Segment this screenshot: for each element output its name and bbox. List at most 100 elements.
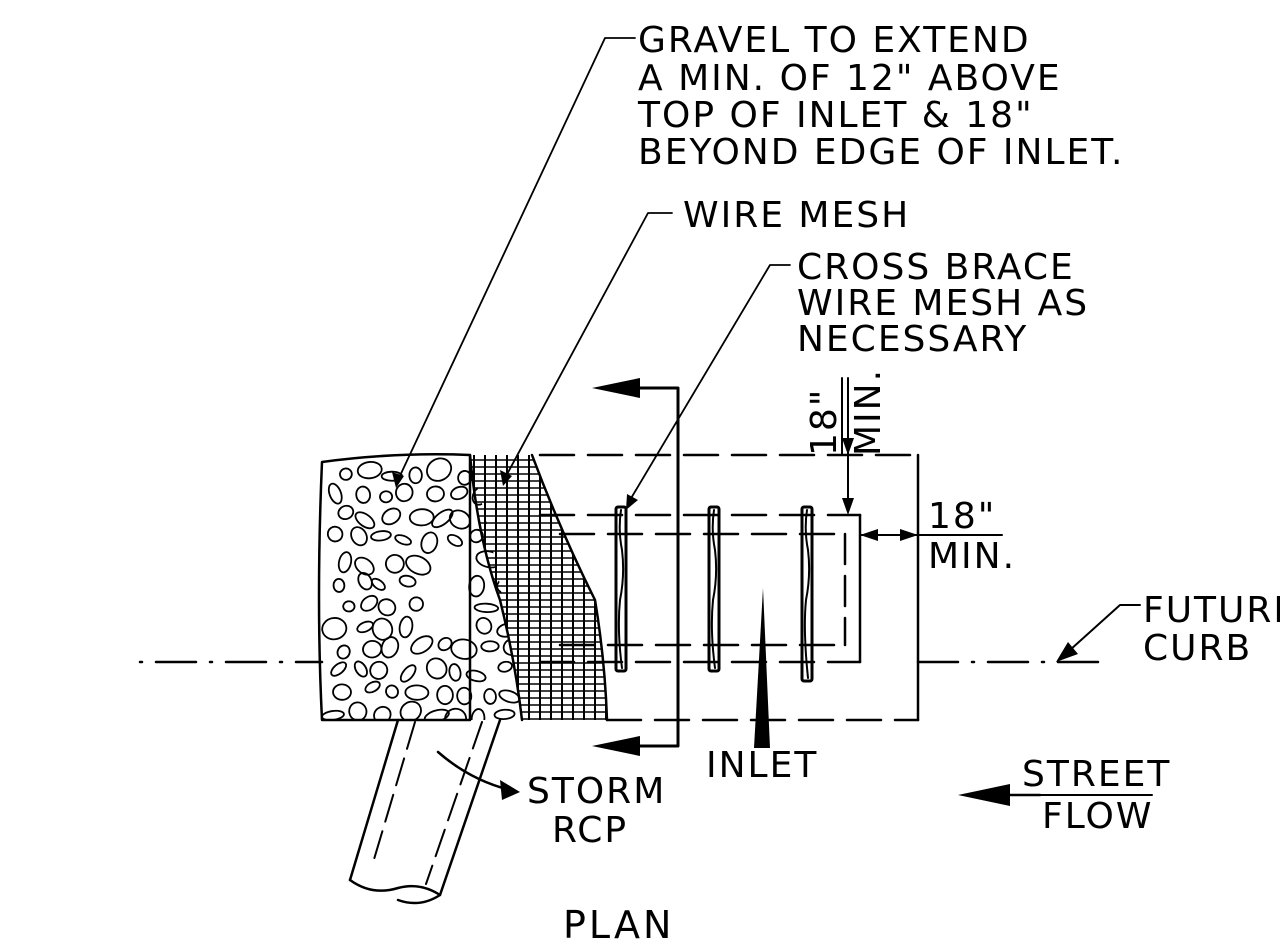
gravel-pebble: [354, 556, 375, 576]
gravel-pebble: [470, 708, 486, 720]
gravel-pebble: [395, 482, 414, 503]
gravel-pebble: [408, 508, 435, 527]
gravel-pebble: [326, 525, 344, 543]
gravel-pebble: [492, 532, 511, 551]
gravel-pebble: [410, 635, 434, 655]
cross-brace-line-3: NECESSARY: [797, 319, 1028, 360]
gravel-pebble: [327, 482, 343, 505]
future-curb-label: FUTURE CURB: [1143, 590, 1280, 669]
gravel-pebble: [450, 638, 478, 660]
gravel-pebble: [450, 485, 469, 501]
gravel-pebble: [332, 577, 346, 593]
gravel-pebble: [483, 688, 497, 705]
gravel-limit-outline: [538, 453, 920, 722]
cross-brace-line-2: WIRE MESH AS: [797, 283, 1089, 324]
gravel-pebble: [499, 506, 522, 529]
dim-right-value: 18": [928, 496, 996, 537]
gravel-pebble: [342, 600, 356, 613]
gravel-pebble: [356, 461, 383, 480]
gravel-pebble: [337, 551, 353, 574]
drawing-title: PLAN: [563, 903, 674, 947]
gravel-pebble: [426, 485, 445, 503]
gravel-pebble: [399, 700, 422, 720]
gravel-pebble: [321, 617, 348, 641]
dim-top-unit: MIN.: [848, 368, 889, 456]
storm-rcp-label: STORM RCP: [527, 771, 666, 851]
gravel-pebble: [448, 509, 471, 530]
gravel-pebble: [356, 620, 374, 634]
gravel-pebble: [404, 684, 430, 701]
wire-mesh-label: WIRE MESH: [683, 195, 910, 236]
gravel-pebble: [380, 636, 400, 659]
gravel-pebble: [475, 617, 493, 635]
gravel-pebble: [468, 574, 486, 598]
gravel-pebble: [370, 577, 386, 591]
gravel-pebble: [394, 534, 412, 546]
gravel-note: GRAVEL TO EXTEND A MIN. OF 12" ABOVE TOP…: [637, 20, 1124, 173]
gravel-pebble: [364, 680, 381, 694]
gravel-pebble: [370, 530, 392, 542]
gravel-pebble: [371, 617, 394, 641]
gravel-pebble: [425, 657, 448, 680]
storm-rcp-pipe: [348, 718, 502, 905]
gravel-pebble: [398, 615, 414, 639]
gravel-pebble: [497, 660, 513, 673]
gravel-pebble: [480, 640, 500, 653]
street-flow-arrow: [958, 784, 1153, 806]
gravel-pebble: [348, 701, 368, 720]
gravel-pebble: [457, 470, 473, 486]
gravel-pebble: [360, 594, 379, 612]
gravel-pebble: [339, 467, 353, 481]
cross-braces: [614, 505, 814, 683]
gravel-pebble: [423, 708, 450, 720]
gravel-pebble: [350, 526, 368, 547]
gravel-pebble: [377, 598, 397, 617]
gravel-pebble: [426, 457, 453, 482]
dimension-right: 18" MIN.: [859, 496, 1016, 577]
dim-right-unit: MIN.: [928, 536, 1016, 577]
gravel-pebble: [408, 596, 424, 612]
gravel-pebble: [321, 709, 345, 720]
gravel-pebble: [355, 485, 371, 504]
dimension-top: 18" MIN.: [804, 368, 889, 515]
gravel-pebble: [384, 554, 405, 574]
gravel-pebble: [336, 644, 351, 660]
wire-mesh-area: [470, 453, 609, 722]
storm-rcp-line-1: STORM: [527, 771, 666, 812]
street-flow-label: STREET FLOW: [1022, 754, 1169, 837]
gravel-pebble: [362, 640, 383, 659]
dim-top-value: 18": [804, 388, 845, 456]
leaders: [392, 37, 1141, 800]
gravel-pebble: [448, 663, 462, 682]
gravel-pebble: [456, 686, 473, 706]
gravel-pebble: [353, 660, 368, 678]
gravel-note-line-3: TOP OF INLET & 18": [637, 95, 1034, 136]
gravel-pebble: [493, 708, 516, 720]
gravel-pebble: [405, 554, 432, 576]
gravel-pebble: [420, 531, 439, 554]
gravel-note-line-2: A MIN. OF 12" ABOVE: [638, 58, 1062, 99]
gravel-note-line-4: BEYOND EDGE OF INLET.: [638, 132, 1124, 173]
storm-rcp-line-2: RCP: [552, 810, 628, 851]
cross-brace-line-1: CROSS BRACE: [797, 247, 1075, 288]
gravel-pebble: [444, 707, 467, 720]
gravel-pebble: [399, 664, 417, 683]
future-curb-line-1: FUTURE: [1143, 590, 1280, 631]
cross-brace-1: [614, 505, 628, 673]
future-curb-line-2: CURB: [1143, 628, 1252, 669]
cross-brace-2: [707, 505, 721, 673]
gravel-pebble: [437, 636, 453, 652]
cross-brace-note: CROSS BRACE WIRE MESH AS NECESSARY: [797, 247, 1089, 360]
gravel-pebble: [446, 533, 464, 547]
gravel-pebble: [465, 669, 487, 683]
gravel-pebble: [337, 504, 355, 521]
gravel-pebble: [436, 684, 454, 706]
gravel-pebble: [369, 660, 389, 680]
gravel-pebble: [381, 507, 402, 526]
street-flow-line-2: FLOW: [1042, 796, 1153, 837]
gravel-pebble: [357, 571, 373, 591]
section-cut-line: [592, 378, 680, 756]
gravel-pebble: [379, 490, 394, 504]
gravel-pebble: [385, 684, 399, 699]
